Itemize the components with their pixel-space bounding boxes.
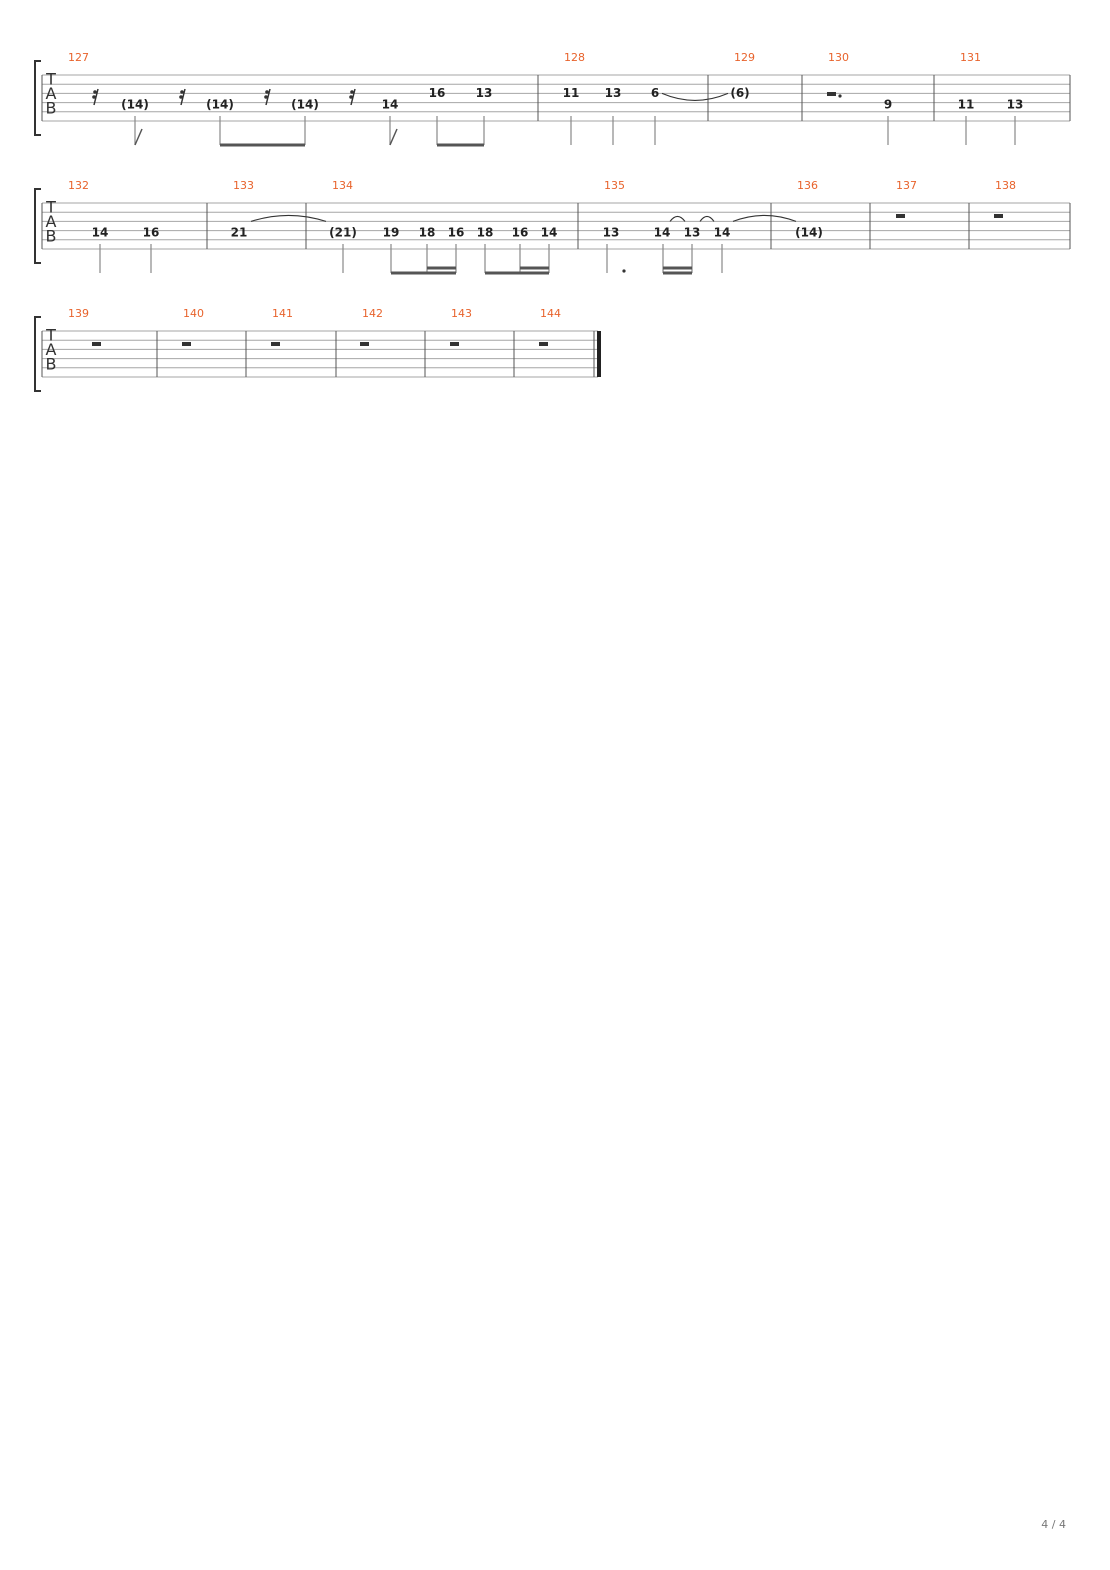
rest-dot (265, 90, 269, 94)
whole-rest-icon (450, 342, 459, 346)
rest-dot (179, 95, 183, 99)
staff-system: TAB 132 14 16 133 21 134 (21) 19 18 16 18 16 14 135 13 1… (34, 179, 1071, 275)
rest-dot (264, 95, 268, 99)
measure-number: 133 (233, 179, 254, 192)
fret-number: 13 (603, 225, 620, 239)
measure-number: 136 (797, 179, 818, 192)
fret-number: 13 (1007, 97, 1024, 111)
tie-arc (732, 214, 797, 222)
tie-arc (699, 215, 715, 222)
rest-stroke (93, 88, 99, 106)
measure-number: 128 (564, 51, 585, 64)
measure-number: 140 (183, 307, 204, 320)
fret-number: 16 (512, 225, 529, 239)
staff-system: TAB 139 140 141 142 143 144 (34, 307, 601, 392)
note-flag (134, 128, 143, 146)
measure-number: 139 (68, 307, 89, 320)
tab-clef-letter: T (45, 70, 56, 89)
fret-number: 16 (448, 225, 465, 239)
measure-number: 135 (604, 179, 625, 192)
measure-number: 129 (734, 51, 755, 64)
fret-number: 18 (419, 225, 436, 239)
fret-number: (14) (121, 97, 149, 111)
tie-arc (661, 92, 729, 101)
measure-number: 137 (896, 179, 917, 192)
fret-number: 16 (143, 225, 160, 239)
fret-number: 16 (429, 86, 446, 100)
tab-clef-letter: B (46, 99, 57, 118)
measure-number: 130 (828, 51, 849, 64)
note-flag (389, 128, 398, 146)
whole-rest-icon (92, 342, 101, 346)
page-indicator: 4 / 4 (1041, 1518, 1066, 1531)
fret-number: (14) (206, 97, 234, 111)
rest-stroke (350, 88, 356, 106)
sixteenth-rest-icon (349, 88, 356, 106)
duration-dot (838, 94, 842, 98)
fret-number: 14 (541, 225, 558, 239)
fret-number: 21 (231, 225, 248, 239)
rest-dot (349, 95, 353, 99)
fret-number: 14 (654, 225, 671, 239)
measure-number: 142 (362, 307, 383, 320)
fret-number: 13 (684, 225, 701, 239)
rest-stroke (180, 88, 186, 106)
rest-stroke (265, 88, 271, 106)
measure-number: 144 (540, 307, 561, 320)
fret-number: 11 (563, 86, 580, 100)
fret-number: 14 (382, 97, 399, 111)
fret-number: 11 (958, 97, 975, 111)
fret-number: 14 (92, 225, 109, 239)
tie-arc (250, 214, 327, 222)
rest-dot (93, 90, 97, 94)
measure-number: 138 (995, 179, 1016, 192)
rest-dot (180, 90, 184, 94)
tie-arc (669, 215, 686, 222)
tab-clef-letter: A (46, 212, 57, 231)
system-bracket (34, 60, 41, 136)
measure-number: 131 (960, 51, 981, 64)
fret-number: (6) (730, 86, 749, 100)
staff-system: TAB 127 (14) (14) (14) 14 16 13 128 11 13 6 129 (6) 13… (34, 51, 1071, 147)
fret-number: 13 (476, 86, 493, 100)
whole-rest-icon (360, 342, 369, 346)
fret-number: 14 (714, 225, 731, 239)
system-bracket (34, 188, 41, 264)
measure-number: 143 (451, 307, 472, 320)
tab-clef-letter: T (45, 326, 56, 345)
fret-number: 18 (477, 225, 494, 239)
measure-number: 141 (272, 307, 293, 320)
tab-clef-letter: A (46, 340, 57, 359)
fret-number: 6 (651, 86, 659, 100)
fret-number: (14) (291, 97, 319, 111)
tab-clef-letter: T (45, 198, 56, 217)
system-bracket (34, 316, 41, 392)
measure-number: 134 (332, 179, 353, 192)
rest-dot (350, 90, 354, 94)
fret-number: (21) (329, 225, 357, 239)
fret-number: 9 (884, 97, 892, 111)
whole-rest-icon (182, 342, 191, 346)
duration-dot (622, 269, 626, 273)
fret-number: 19 (383, 225, 400, 239)
half-rest-icon (827, 92, 836, 96)
tab-clef-letter: B (46, 355, 57, 374)
whole-rest-icon (271, 342, 280, 346)
tab-clef-letter: B (46, 227, 57, 246)
whole-rest-icon (994, 214, 1003, 218)
sixteenth-rest-icon (92, 88, 99, 106)
measure-number: 127 (68, 51, 89, 64)
sixteenth-rest-icon (264, 88, 271, 106)
fret-number: (14) (795, 225, 823, 239)
fret-number: 13 (605, 86, 622, 100)
rest-dot (92, 95, 96, 99)
sixteenth-rest-icon (179, 88, 186, 106)
whole-rest-icon (896, 214, 905, 218)
tab-clef-letter: A (46, 84, 57, 103)
whole-rest-icon (539, 342, 548, 346)
measure-number: 132 (68, 179, 89, 192)
final-barline (597, 331, 601, 377)
